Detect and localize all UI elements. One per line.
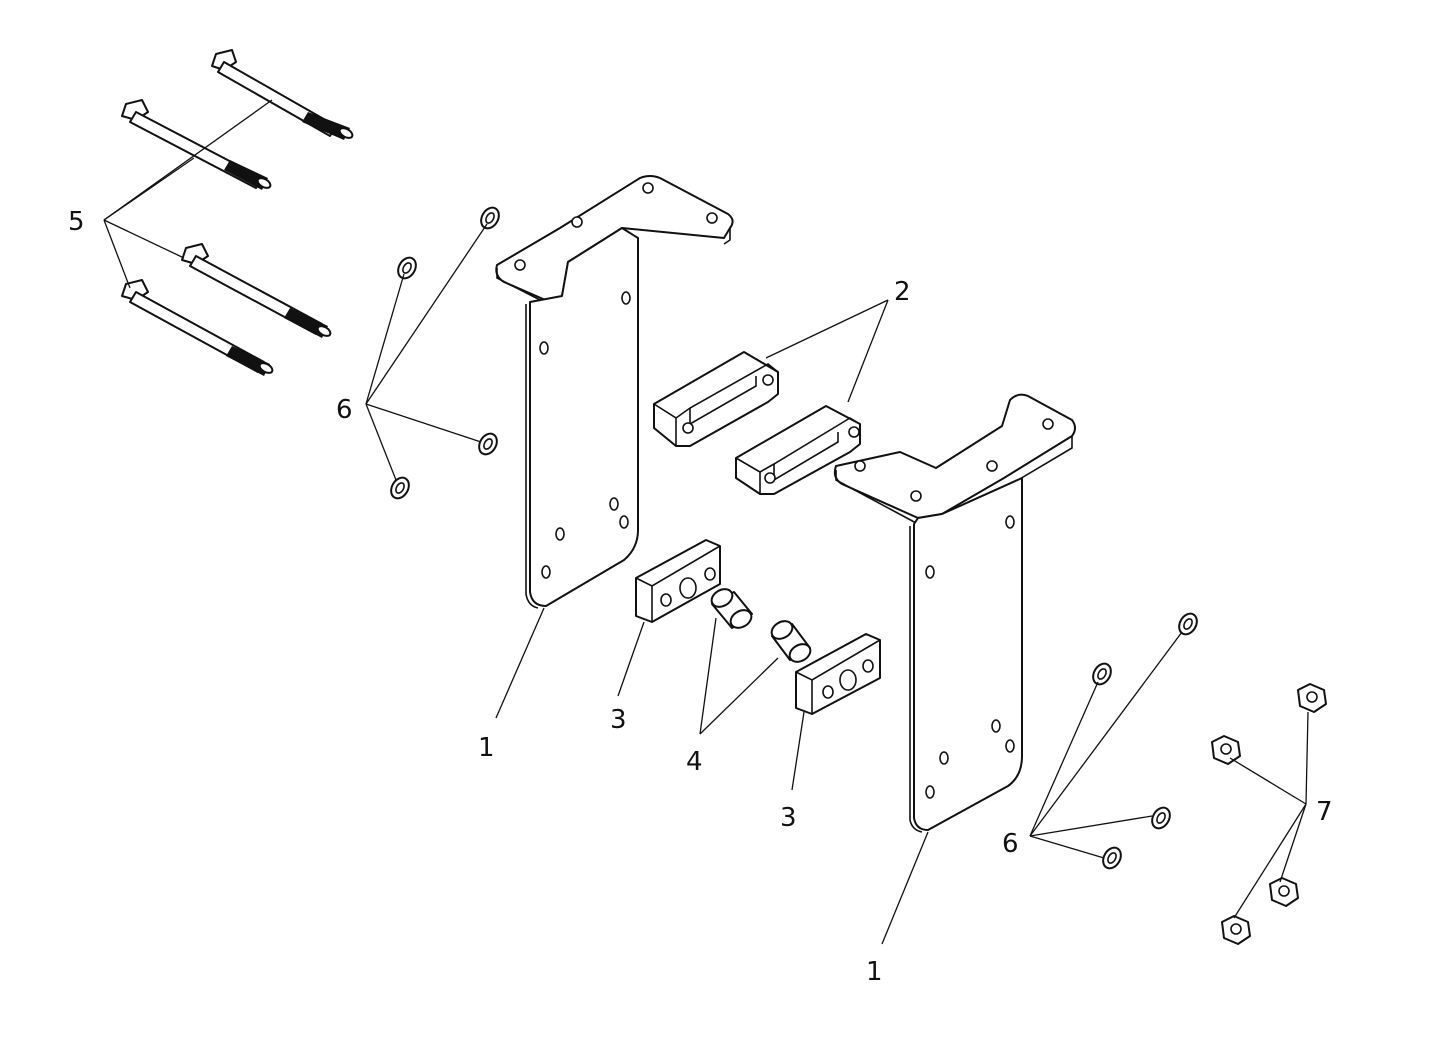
bracket-right (833, 393, 1076, 833)
washer-right-2 (1092, 662, 1112, 686)
u-clamp-lower (735, 405, 861, 495)
nut-1 (1297, 683, 1327, 713)
callout-3-left: 3 (610, 705, 627, 735)
spacer-block-upper (635, 539, 721, 623)
nut-2 (1211, 735, 1241, 765)
bracket-left (495, 175, 734, 609)
bushing-lower (770, 620, 812, 663)
washer-left-2 (397, 256, 417, 280)
washer-right-4 (1102, 846, 1122, 870)
washer-right-1 (1178, 612, 1198, 636)
leader-lines (103, 99, 1309, 945)
callout-7: 7 (1316, 797, 1333, 827)
callout-1-right: 1 (866, 957, 883, 987)
bushing-upper (710, 588, 753, 629)
callout-2: 2 (894, 277, 911, 307)
callout-5: 5 (68, 207, 85, 237)
washer-left-1 (480, 206, 500, 230)
washer-right-3 (1151, 806, 1171, 830)
callout-6-left: 6 (336, 395, 353, 425)
u-clamp-upper (653, 351, 779, 447)
spacer-block-lower (795, 633, 881, 715)
callout-6-right: 6 (1002, 829, 1019, 859)
nut-3 (1269, 877, 1299, 907)
bolt-2 (121, 99, 272, 190)
bolt-1 (211, 49, 354, 140)
washer-left-3 (478, 432, 498, 456)
washer-left-4 (390, 476, 410, 500)
bolt-3 (181, 243, 332, 338)
callout-4: 4 (686, 747, 703, 777)
callout-1-left: 1 (478, 733, 495, 763)
nut-4 (1221, 915, 1251, 945)
callout-3-right: 3 (780, 803, 797, 833)
